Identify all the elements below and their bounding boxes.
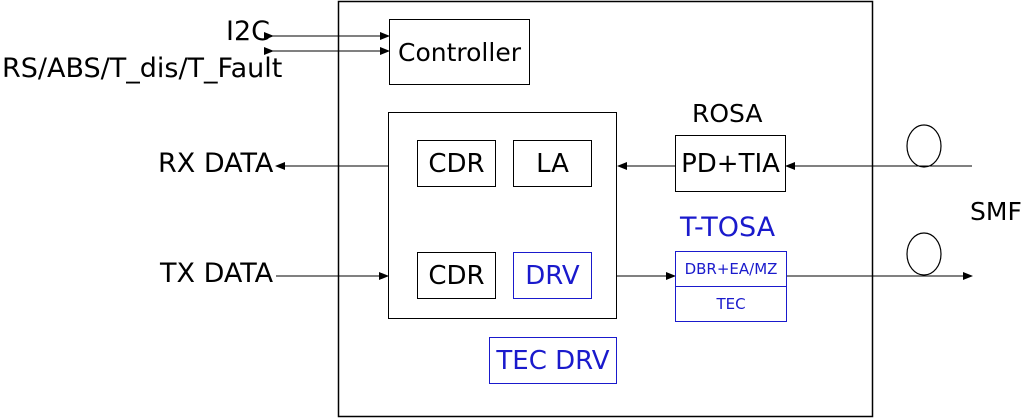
tosa-laser-label: DBR+EA/MZ <box>684 260 778 278</box>
tosa-block: DBR+EA/MZ TEC <box>675 251 787 322</box>
fiber-coil-rx-icon <box>906 124 942 168</box>
fiber-coil-tx-icon <box>906 232 942 276</box>
i2c-label: I2C <box>226 16 270 47</box>
controller-block: Controller <box>389 19 530 85</box>
rosa-label: PD+TIA <box>681 148 780 179</box>
la-label: LA <box>536 148 569 179</box>
rosa-block: PD+TIA <box>675 135 786 192</box>
controller-label: Controller <box>398 37 521 67</box>
tec-drv-label: TEC DRV <box>496 345 610 376</box>
tosa-tec-cell: TEC <box>676 287 786 321</box>
tx-data-label: TX DATA <box>160 258 274 289</box>
module-outline <box>337 0 874 418</box>
drv-label: DRV <box>525 260 580 291</box>
drv-block: DRV <box>513 252 592 299</box>
tx-cdr-block: CDR <box>417 252 496 299</box>
rosa-title: ROSA <box>692 99 763 128</box>
tosa-tec-label: TEC <box>716 295 746 313</box>
smf-label: SMF <box>970 197 1022 226</box>
tec-drv-block: TEC DRV <box>489 337 617 384</box>
control-signals-label: RS/ABS/T_dis/T_Fault <box>2 53 283 84</box>
tosa-laser-cell: DBR+EA/MZ <box>676 252 786 287</box>
tosa-title: T-TOSA <box>680 212 776 243</box>
rx-cdr-label: CDR <box>428 148 485 179</box>
la-block: LA <box>513 140 592 187</box>
tx-cdr-label: CDR <box>428 260 485 291</box>
rx-cdr-block: CDR <box>417 140 496 187</box>
rx-data-label: RX DATA <box>158 148 274 179</box>
